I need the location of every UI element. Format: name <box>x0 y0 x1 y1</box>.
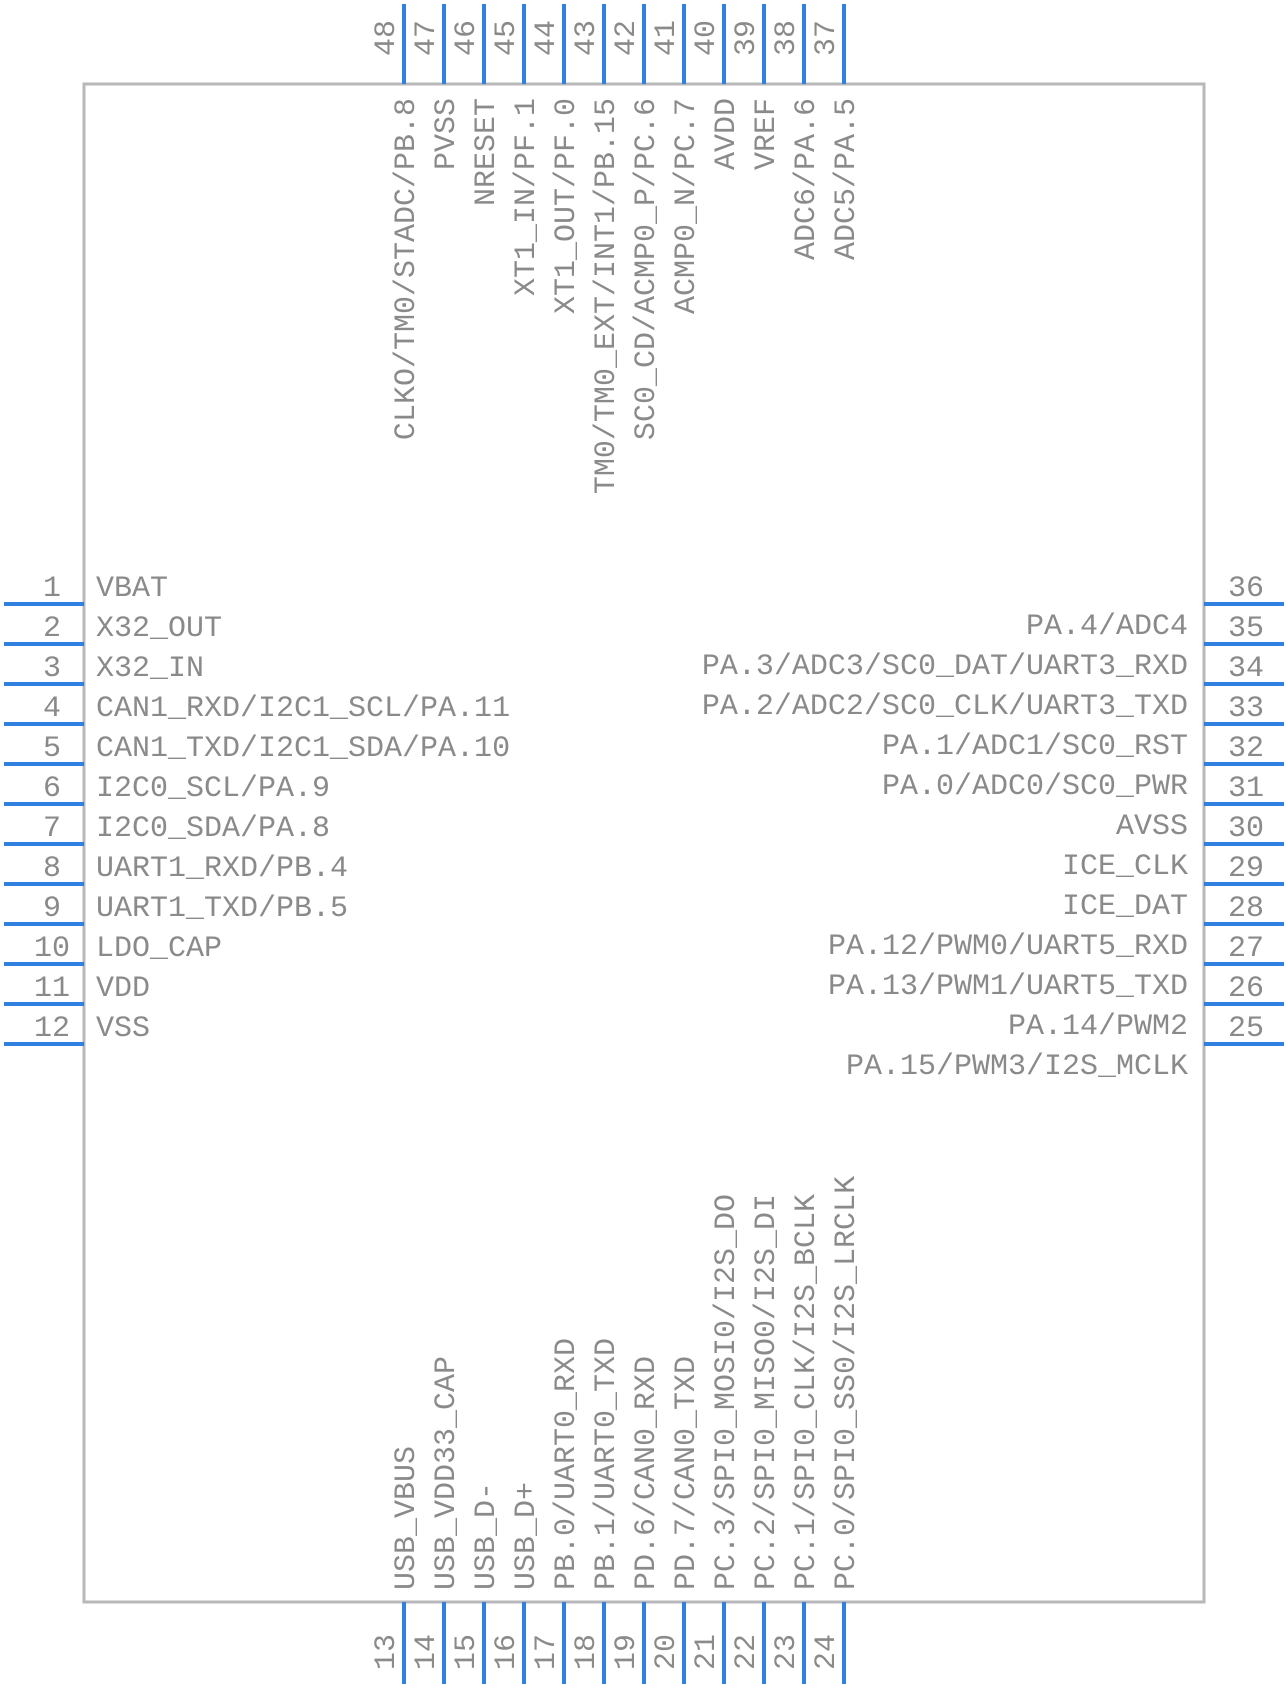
pin-number-12: 12 <box>34 1012 70 1046</box>
pin-number-45: 45 <box>490 20 524 56</box>
pin-label-25: PA.15/PWM3/I2S_MCLK <box>846 1050 1188 1084</box>
pin-number-5: 5 <box>43 732 61 766</box>
pin-number-23: 23 <box>770 1634 804 1670</box>
pin-label-42: SC0_CD/ACMP0_P/PC.6 <box>630 98 664 440</box>
pin-number-47: 47 <box>410 20 444 56</box>
pin-number-43: 43 <box>570 20 604 56</box>
pin-label-19: PD.6/CAN0_RXD <box>630 1356 664 1590</box>
pin-number-1: 1 <box>43 572 61 606</box>
pin-number-15: 15 <box>450 1634 484 1670</box>
pin-label-26: PA.14/PWM2 <box>1008 1010 1188 1044</box>
pin-number-31: 31 <box>1228 772 1264 806</box>
pin-number-44: 44 <box>530 20 564 56</box>
pin-label-18: PB.1/UART0_TXD <box>590 1338 624 1590</box>
pin-label-16: USB_D+ <box>510 1482 544 1590</box>
pin-number-29: 29 <box>1228 852 1264 886</box>
pin-number-25: 25 <box>1228 1012 1264 1046</box>
pin-label-13: USB_VBUS <box>390 1446 424 1590</box>
pin-label-15: USB_D- <box>470 1482 504 1590</box>
pin-label-20: PD.7/CAN0_TXD <box>670 1356 704 1590</box>
pin-number-10: 10 <box>34 932 70 966</box>
pin-label-4: CAN1_RXD/I2C1_SCL/PA.11 <box>96 692 510 726</box>
pin-label-23: PC.1/SPI0_CLK/I2S_BCLK <box>790 1194 824 1590</box>
pin-label-11: VDD <box>96 972 150 1006</box>
pin-label-21: PC.3/SPI0_MOSI0/I2S_DO <box>710 1194 744 1590</box>
ic-body <box>82 82 1206 1604</box>
pin-label-44: XT1_OUT/PF.0 <box>550 98 584 314</box>
pin-number-33: 33 <box>1228 692 1264 726</box>
pin-label-6: I2C0_SCL/PA.9 <box>96 772 330 806</box>
pin-number-16: 16 <box>490 1634 524 1670</box>
pin-number-22: 22 <box>730 1634 764 1670</box>
pin-number-26: 26 <box>1228 972 1264 1006</box>
pin-number-46: 46 <box>450 20 484 56</box>
pin-label-45: XT1_IN/PF.1 <box>510 98 544 296</box>
pin-number-7: 7 <box>43 812 61 846</box>
pin-label-32: PA.0/ADC0/SC0_PWR <box>882 770 1188 804</box>
pin-label-38: ADC6/PA.6 <box>790 98 824 260</box>
pin-label-31: AVSS <box>1116 810 1188 844</box>
pin-number-36: 36 <box>1228 572 1264 606</box>
pin-label-10: LDO_CAP <box>96 932 222 966</box>
pins-layer: 1 VBAT 2 X32_OUT 3 X32_IN 4 CAN1_RXD/I2C1_SCL/P… <box>4 4 1284 1684</box>
pin-label-28: PA.12/PWM0/UART5_RXD <box>828 930 1188 964</box>
pin-label-1: VBAT <box>96 572 168 606</box>
pin-label-2: X32_OUT <box>96 612 222 646</box>
pin-number-48: 48 <box>370 20 404 56</box>
pin-label-9: UART1_TXD/PB.5 <box>96 892 348 926</box>
pin-label-27: PA.13/PWM1/UART5_TXD <box>828 970 1188 1004</box>
pin-number-34: 34 <box>1228 652 1264 686</box>
pin-number-19: 19 <box>610 1634 644 1670</box>
pin-number-20: 20 <box>650 1634 684 1670</box>
pin-number-18: 18 <box>570 1634 604 1670</box>
pin-label-48: CLKO/TM0/STADC/PB.8 <box>390 98 424 440</box>
pin-number-32: 32 <box>1228 732 1264 766</box>
pin-number-21: 21 <box>690 1634 724 1670</box>
pin-number-27: 27 <box>1228 932 1264 966</box>
pin-number-4: 4 <box>43 692 61 726</box>
pin-label-33: PA.1/ADC1/SC0_RST <box>882 730 1188 764</box>
pin-number-24: 24 <box>810 1634 844 1670</box>
pin-label-43: TM0/TM0_EXT/INT1/PB.15 <box>590 98 624 494</box>
pin-label-12: VSS <box>96 1012 150 1046</box>
pin-number-11: 11 <box>34 972 70 1006</box>
pin-number-8: 8 <box>43 852 61 886</box>
pin-number-39: 39 <box>730 20 764 56</box>
pin-number-41: 41 <box>650 20 684 56</box>
pin-label-22: PC.2/SPI0_MISO0/I2S_DI <box>750 1194 784 1590</box>
pin-number-42: 42 <box>610 20 644 56</box>
pin-label-40: AVDD <box>710 98 744 170</box>
pin-label-14: USB_VDD33_CAP <box>430 1356 464 1590</box>
pin-label-37: ADC5/PA.5 <box>830 98 864 260</box>
pin-number-13: 13 <box>370 1634 404 1670</box>
pin-label-17: PB.0/UART0_RXD <box>550 1338 584 1590</box>
pin-number-28: 28 <box>1228 892 1264 926</box>
pin-label-36: PA.4/ADC4 <box>1026 610 1188 644</box>
pin-label-24: PC.0/SPI0_SS0/I2S_LRCLK <box>830 1176 864 1590</box>
pin-label-46: NRESET <box>470 98 504 206</box>
pin-label-30: ICE_CLK <box>1062 850 1188 884</box>
pin-number-35: 35 <box>1228 612 1264 646</box>
pin-label-3: X32_IN <box>96 652 204 686</box>
pin-number-40: 40 <box>690 20 724 56</box>
pin-label-7: I2C0_SDA/PA.8 <box>96 812 330 846</box>
pin-label-5: CAN1_TXD/I2C1_SDA/PA.10 <box>96 732 510 766</box>
pin-label-35: PA.3/ADC3/SC0_DAT/UART3_RXD <box>702 650 1188 684</box>
pin-number-14: 14 <box>410 1634 444 1670</box>
pin-number-3: 3 <box>43 652 61 686</box>
pin-label-29: ICE_DAT <box>1062 890 1188 924</box>
pin-label-41: ACMP0_N/PC.7 <box>670 98 704 314</box>
pin-number-2: 2 <box>43 612 61 646</box>
pin-number-9: 9 <box>43 892 61 926</box>
pin-label-8: UART1_RXD/PB.4 <box>96 852 348 886</box>
pin-number-38: 38 <box>770 20 804 56</box>
pin-number-17: 17 <box>530 1634 564 1670</box>
pin-number-30: 30 <box>1228 812 1264 846</box>
pin-number-6: 6 <box>43 772 61 806</box>
pin-label-34: PA.2/ADC2/SC0_CLK/UART3_TXD <box>702 690 1188 724</box>
pin-label-47: PVSS <box>430 98 464 170</box>
pin-number-37: 37 <box>810 20 844 56</box>
pin-label-39: VREF <box>750 98 784 170</box>
